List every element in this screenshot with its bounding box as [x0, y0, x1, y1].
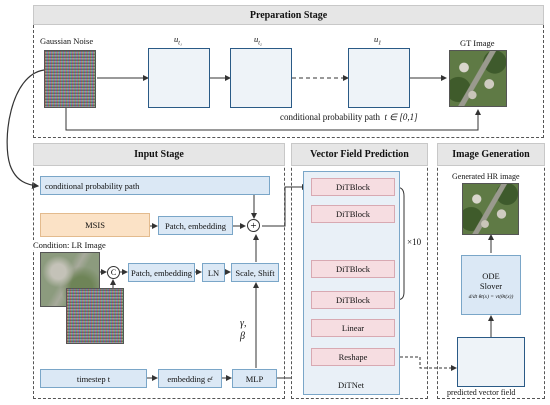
input-stage-header: Input Stage — [33, 143, 285, 166]
gt-image-label: GT Image — [460, 38, 495, 48]
prob-path-line — [65, 108, 481, 131]
u-t1-sub: t₁ — [178, 40, 183, 47]
scale-shift-box: Scale, Shift — [231, 263, 279, 282]
timestep-box: timestep t — [40, 369, 147, 388]
concat-node: C — [107, 266, 120, 279]
plus-node: + — [247, 219, 260, 232]
line-plus-to-ditnet — [262, 184, 308, 227]
u-t2-label: ut₂ — [254, 34, 262, 47]
u-t2-sub: t₂ — [258, 40, 263, 47]
prob-path-math: t ∈ [0,1] — [384, 112, 418, 122]
linear-box: Linear — [311, 319, 395, 337]
gaussian-noise-image — [44, 50, 96, 108]
dit-block-4: DiTBlock — [311, 291, 395, 309]
patch-embedding-mid: Patch, embedding — [128, 263, 195, 282]
vector-field-grid-t2 — [230, 48, 292, 108]
u-1-sub: 1 — [378, 40, 382, 47]
u-1-label: u1 — [374, 34, 381, 47]
u-t1-label: ut₁ — [174, 34, 182, 47]
predicted-vector-field-grid — [457, 337, 525, 387]
predicted-field-label: predicted vector field — [447, 388, 516, 397]
repeat-label: ×10 — [407, 237, 422, 247]
u-t1-base: u — [174, 34, 179, 44]
vector-field-header: Vector Field Prediction — [291, 143, 428, 166]
ode-line1: ODE — [482, 270, 500, 281]
reshape-box: Reshape — [311, 348, 395, 366]
dit-block-3: DiTBlock — [311, 260, 395, 278]
ode-line2: Slover — [479, 280, 503, 291]
cond-path-box: conditional probability path — [40, 176, 270, 195]
curve-prep-to-input — [6, 69, 45, 189]
vector-field-grid-1 — [348, 48, 410, 108]
repeat-bracket — [394, 186, 405, 301]
prob-path-label: conditional probability path t ∈ [0,1] — [280, 112, 418, 123]
generated-hr-image — [462, 183, 519, 235]
u-t2-base: u — [254, 34, 259, 44]
embedding-sub: t — [211, 375, 213, 382]
generated-hr-label: Generated HR image — [452, 172, 520, 181]
lr-noise-image — [66, 288, 124, 344]
embedding-text: embedding e — [167, 373, 211, 384]
mlp-box: MLP — [232, 369, 277, 388]
gamma-label: γ, — [240, 318, 247, 329]
dit-block-1: DiTBlock — [311, 178, 395, 196]
ode-formula: d/dt θt(x) = vt(θt(x)) — [468, 293, 514, 300]
u-1-base: u — [374, 34, 379, 44]
preparation-stage-header: Preparation Stage — [33, 5, 544, 25]
ode-solver-box: ODE Slover d/dt θt(x) = vt(θt(x)) — [461, 255, 521, 315]
vector-field-grid-t1 — [148, 48, 210, 108]
ln-box: LN — [202, 263, 225, 282]
gaussian-noise-label: Gaussian Noise — [40, 36, 94, 46]
msis-box: MSIS — [40, 213, 150, 237]
image-generation-header: Image Generation — [437, 143, 545, 166]
ditnet-label: DiTNet — [338, 380, 364, 390]
beta-label: β — [240, 331, 245, 342]
prob-path-text: conditional probability path — [280, 112, 380, 122]
line-reshape-to-field — [395, 356, 457, 371]
condition-lr-label: Condition: LR Image — [33, 240, 106, 250]
dit-block-2: DiTBlock — [311, 205, 395, 223]
gt-image — [449, 50, 507, 107]
patch-embedding-top: Patch, embedding — [158, 216, 233, 235]
